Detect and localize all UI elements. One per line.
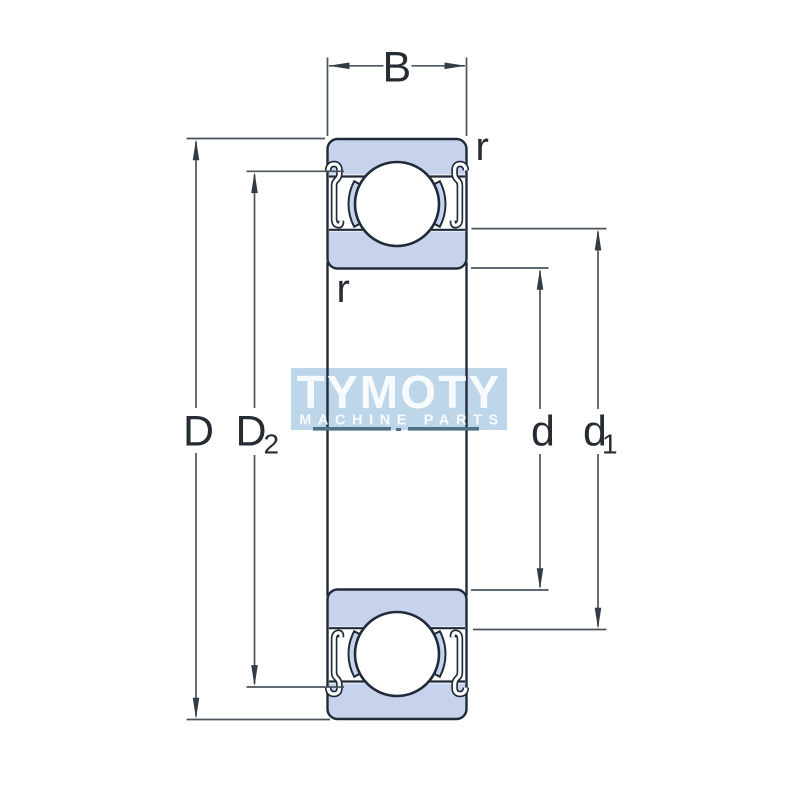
dimension-d1: d 1 xyxy=(471,227,618,631)
label-B: B xyxy=(383,44,412,92)
label-r-top-right: r xyxy=(476,125,489,169)
label-d1-subscript: 1 xyxy=(602,429,618,460)
label-r-bottom-left: r xyxy=(337,267,350,311)
label-D: D xyxy=(183,408,214,456)
watermark-tagline-text: MACHINE PARTS xyxy=(299,413,505,429)
watermark: TYMOTY MACHINE PARTS xyxy=(297,366,505,431)
dimension-d: d xyxy=(471,267,555,591)
watermark-rule-tick xyxy=(396,428,401,431)
watermark-brand-text: TYMOTY xyxy=(297,366,502,418)
label-D2: D xyxy=(236,408,267,456)
label-d: d xyxy=(531,408,555,456)
bearing-section-bottom xyxy=(328,590,467,720)
label-d1: d xyxy=(583,408,607,456)
watermark-rule-left xyxy=(313,427,391,431)
bearing-section-top xyxy=(328,139,467,269)
dimension-D: D xyxy=(183,137,330,721)
dimension-D2: D 2 xyxy=(236,170,344,688)
watermark-rule-right xyxy=(408,427,479,431)
label-D2-subscript: 2 xyxy=(264,429,280,460)
dimension-B: B xyxy=(326,44,468,136)
